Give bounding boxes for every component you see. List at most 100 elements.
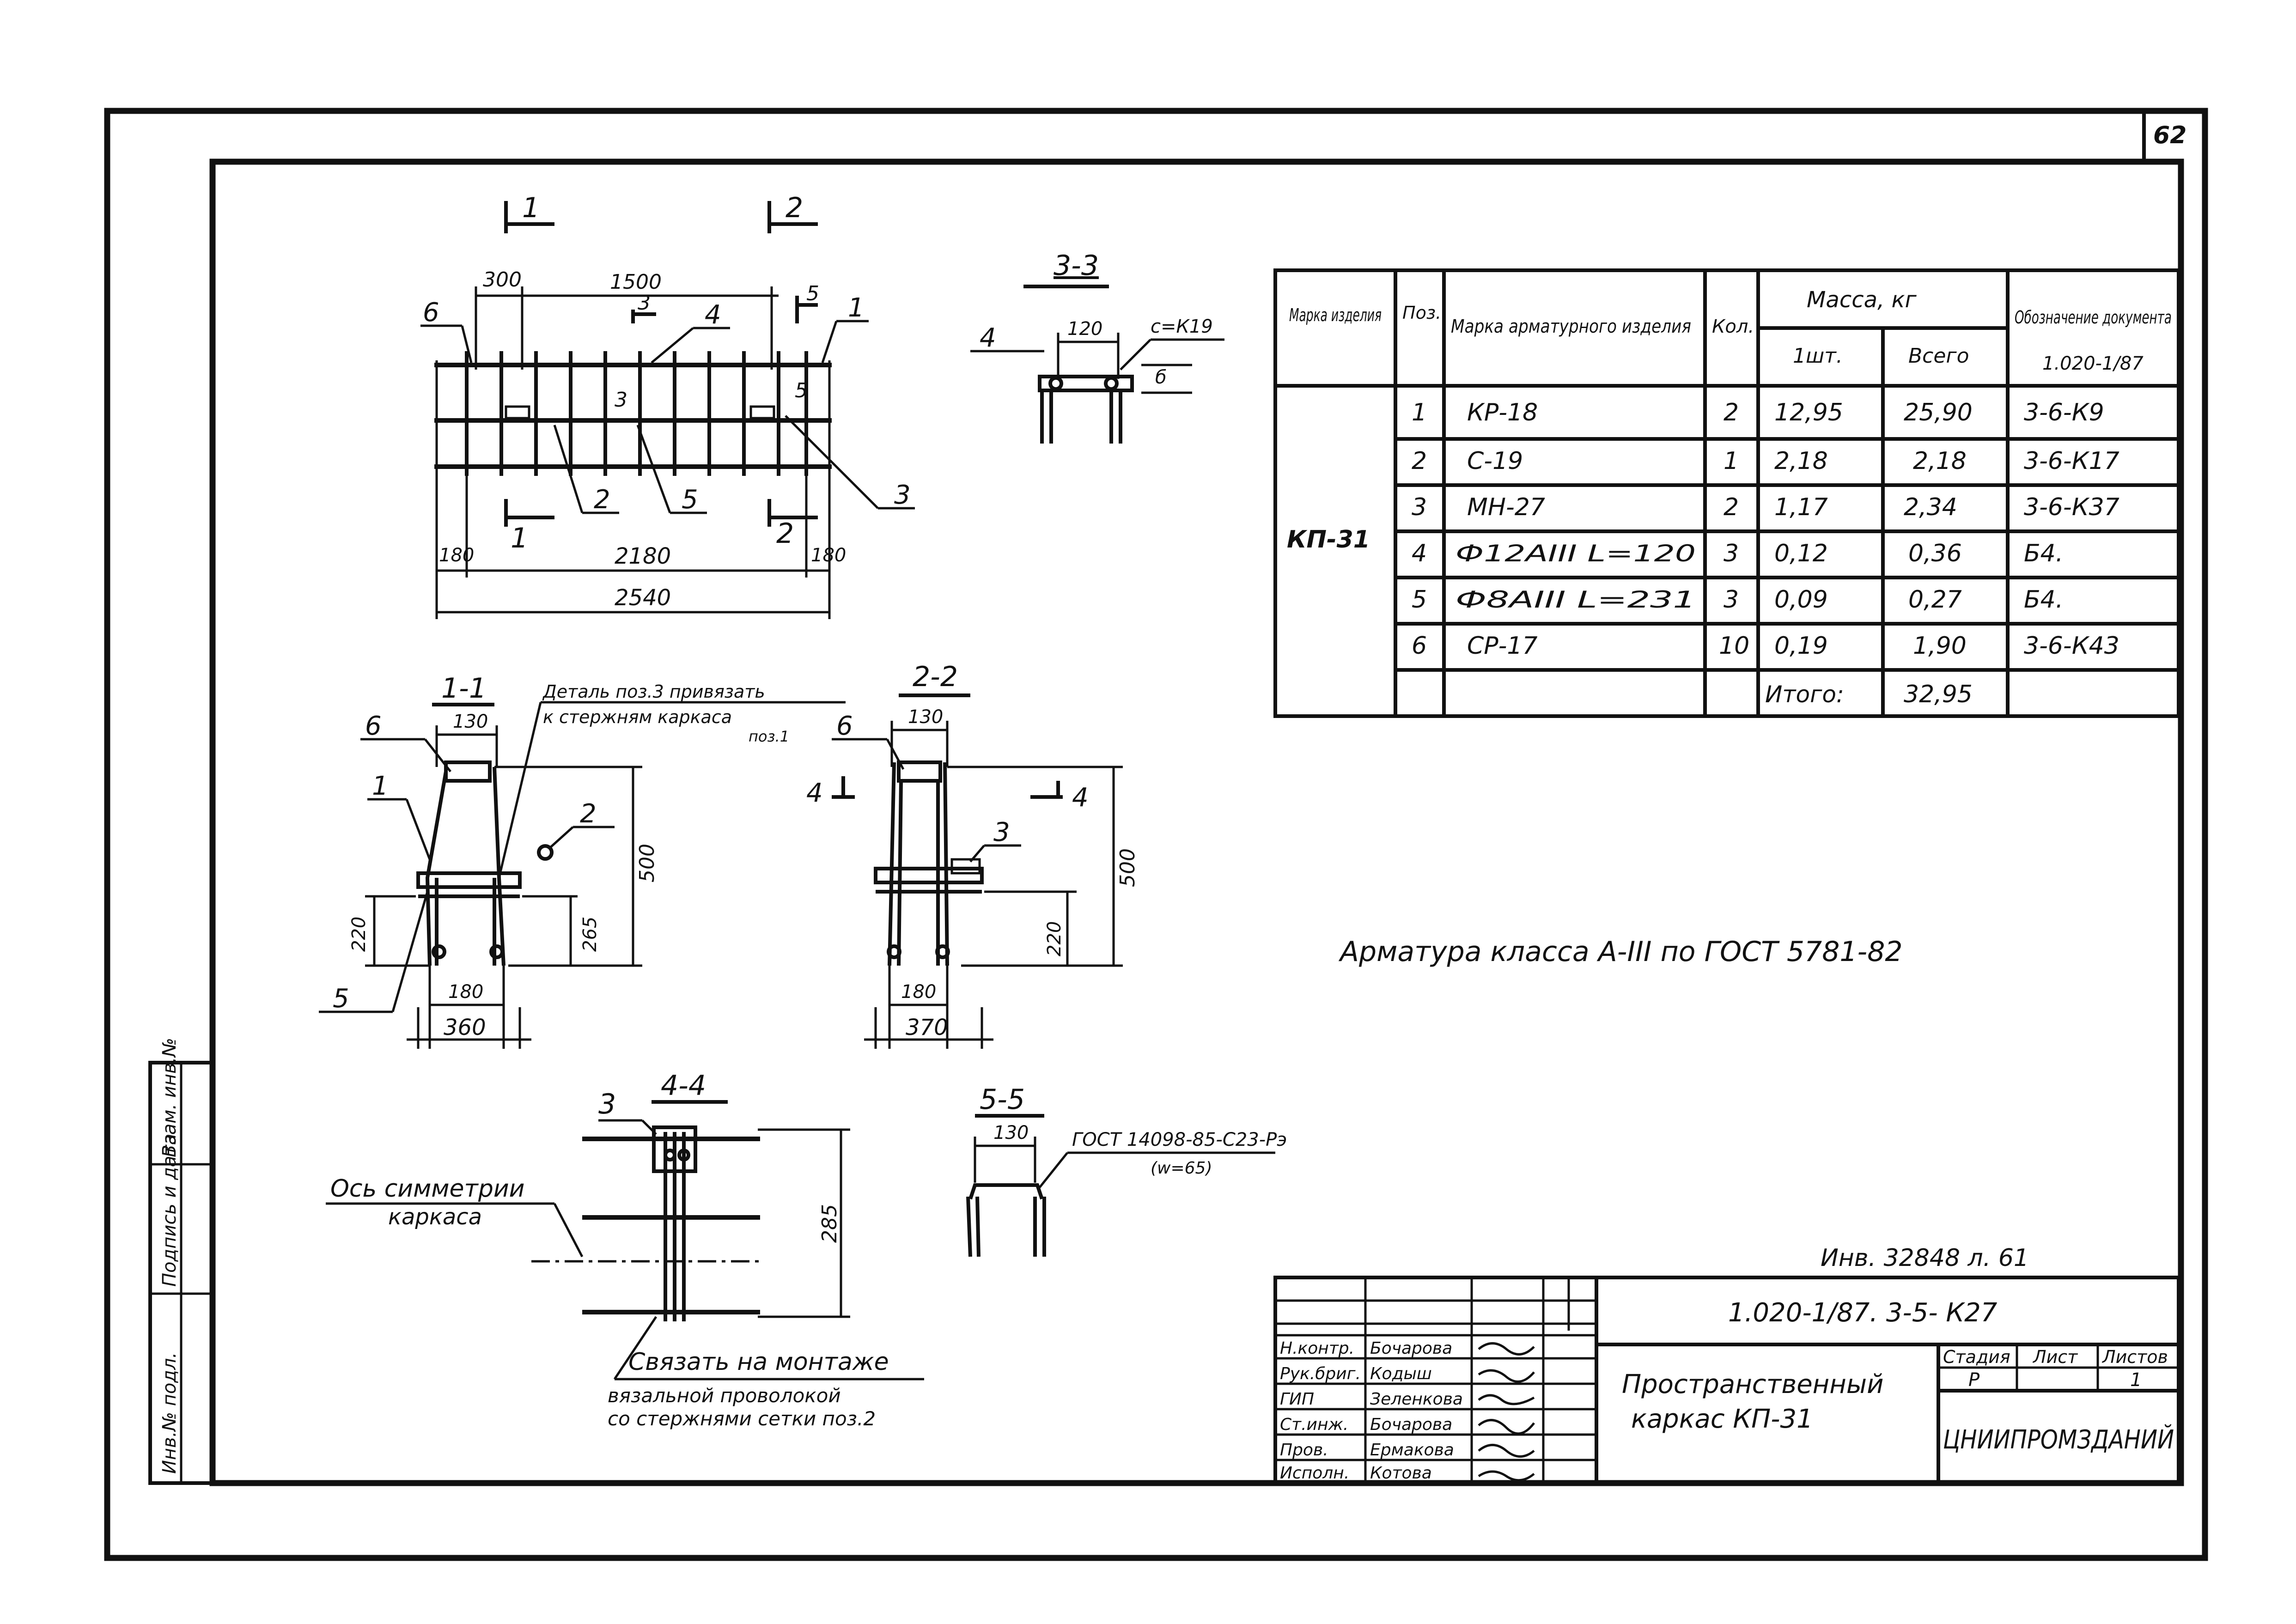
table-cell-pos: 6 [1412,632,1427,660]
staff-role: Пров. [1280,1441,1328,1460]
section-44-axis2: каркаса [388,1204,482,1230]
table-cell-qty: 10 [1719,632,1749,660]
table-cell-doc: Б4. [2024,540,2063,567]
table-header-mass: Масса, кг [1807,287,1917,313]
section-44-axis1: Ось симметрии [330,1175,524,1203]
staff-name: Ермакова [1370,1441,1454,1460]
table-cell-qty: 2 [1724,493,1739,521]
sheet-label: Лист [2032,1347,2078,1367]
table-row: 6 СР-17 10 0,19 1,90 3-6-К43 [1412,632,2119,660]
section-33-dim: 120 [1067,318,1102,340]
table-cell-item: Ф8АIII L=231 [1456,586,1696,613]
section-33-pos4: 4 [980,323,996,353]
staff-name: Кодыш [1370,1364,1432,1383]
staff-role: Исполн. [1280,1464,1349,1483]
table-cell-unit: 1,17 [1774,493,1828,521]
staff-role: Рук.бриг. [1280,1364,1361,1383]
table-header-mass-total: Всего [1908,344,1969,368]
title-line1: Пространственный [1622,1369,1884,1399]
section-11-dim-l: 220 [348,917,370,952]
table-cell-total: 2,34 [1904,493,1957,521]
staff-role: Ст.инж. [1280,1415,1348,1434]
plan-pos2: 2 [594,485,610,515]
sheet-number: 62 [2153,122,2186,149]
plan-dim-1500: 1500 [610,270,662,294]
stage-label: Стадия [1943,1347,2010,1367]
table-cell-qty: 3 [1724,540,1739,567]
table-header-doc-code: 1.020-1/87 [2042,353,2144,374]
table-cell-total: 0,27 [1908,586,1962,614]
staff-name: Бочарова [1370,1339,1452,1358]
section-22-pos6: 6 [836,711,853,741]
section-55-title: 5-5 [980,1083,1025,1116]
table-header-item: Марка арматурного изделия [1451,316,1691,337]
section-44-title: 4-4 [661,1070,706,1102]
section-44-note2: вязальной проволокой [608,1384,841,1407]
section-11-dim-h: 500 [635,844,659,882]
spec-table: Марка изделия Поз. Марка арматурного изд… [1273,268,2180,718]
side-stamp-replaced: Взам. инв.№ [159,1038,180,1157]
table-row: 4 Ф12АIII L=120 3 0,12 0,36 Б4. [1412,540,2063,567]
section-55-gost1: ГОСТ 14098-85-С23-Рэ [1072,1129,1287,1150]
table-cell-pos: 1 [1412,399,1427,426]
staff-name: Зеленкова [1370,1390,1463,1409]
plan-sec2-bottom: 2 [776,517,794,550]
table-row: 2 С-19 1 2,18 2,18 3-6-К17 [1412,447,2119,475]
section-22-arrow-right: 4 [1072,783,1089,813]
table-cell-doc: 3-6-К17 [2024,447,2119,475]
section-22-dim-h: 500 [1116,848,1139,887]
section-11-pos5: 5 [333,984,349,1014]
table-cell-unit: 0,12 [1774,540,1828,567]
section-44-note1: Связать на монтаже [628,1348,889,1376]
table-cell-qty: 2 [1724,399,1739,426]
section-11-note2: к стержням каркаса [543,707,732,727]
section-11-pos2: 2 [580,799,597,829]
section-33-dim-b: б [1155,367,1167,388]
steel-class-note: Арматура класса А-III по ГОСТ 5781-82 [1338,936,1903,968]
staff-name: Бочарова [1370,1415,1452,1434]
table-cell-doc: Б4. [2024,586,2063,614]
plan-dim-300: 300 [483,268,522,292]
inventory-note: Инв. 32848 л. 61 [1821,1244,2029,1272]
table-cell-total: 2,18 [1913,447,1967,475]
section-33-weld: с=К19 [1151,316,1213,337]
title-line2: каркас КП-31 [1631,1404,1813,1434]
section-11-pos1: 1 [372,771,389,801]
plan-dim-2540: 2540 [615,585,671,611]
table-header-mass-unit: 1шт. [1793,344,1843,368]
side-stamp: Взам. инв.№ Подпись и дата Инв.№ подл. [148,1038,214,1485]
staff-name: Котова [1370,1464,1432,1483]
section-2-2: 2-2 130 6 3 4 4 500 220 [806,661,1139,1049]
organization: ЦНИИПРОМЗДАНИЙ [1943,1425,2174,1455]
table-header-pos: Поз. [1402,303,1441,323]
table-header-doc: Обозначение документа [2015,307,2172,328]
plan-pos5: 5 [682,485,698,515]
section-22-arrow-left: 4 [806,778,823,808]
side-stamp-inventory: Инв.№ подл. [159,1352,180,1474]
title-block: Н.контр. Бочарова Рук.бриг. Кодыш ГИП Зе… [1273,1276,2180,1485]
section-11-note1: Деталь поз.3 привязать [542,681,765,702]
table-cell-qty: 3 [1724,586,1739,614]
table-cell-pos: 5 [1412,586,1427,614]
plan-sec2-top: 2 [786,192,803,224]
table-total-value: 32,95 [1904,681,1973,708]
section-11-dim-top: 130 [453,711,488,732]
section-22-dim-top: 130 [908,706,943,728]
section-55-gost2: (w=65) [1151,1159,1212,1178]
section-44-note3: со стержнями сетки поз.2 [608,1407,876,1430]
staff-role: ГИП [1280,1390,1314,1409]
table-cell-total: 25,90 [1904,399,1973,426]
plan-pos1: 1 [848,293,865,323]
table-cell-item: С-19 [1467,447,1523,475]
table-row: 5 Ф8АIII L=231 3 0,09 0,27 Б4. [1412,586,2063,614]
section-11-dim-b1: 180 [448,981,483,1003]
table-mark-value: КП-31 [1287,526,1370,553]
section-11-title: 1-1 [441,672,487,705]
table-cell-doc: 3-6-К9 [2024,399,2104,426]
table-cell-item: КР-18 [1467,399,1538,426]
section-1-1: 1-1 Деталь поз.3 привязать к стержням ка… [319,672,846,1049]
table-header-mark: Марка изделия [1289,305,1382,325]
section-44-pos3: 3 [598,1088,616,1120]
staff-role: Н.контр. [1280,1339,1354,1358]
